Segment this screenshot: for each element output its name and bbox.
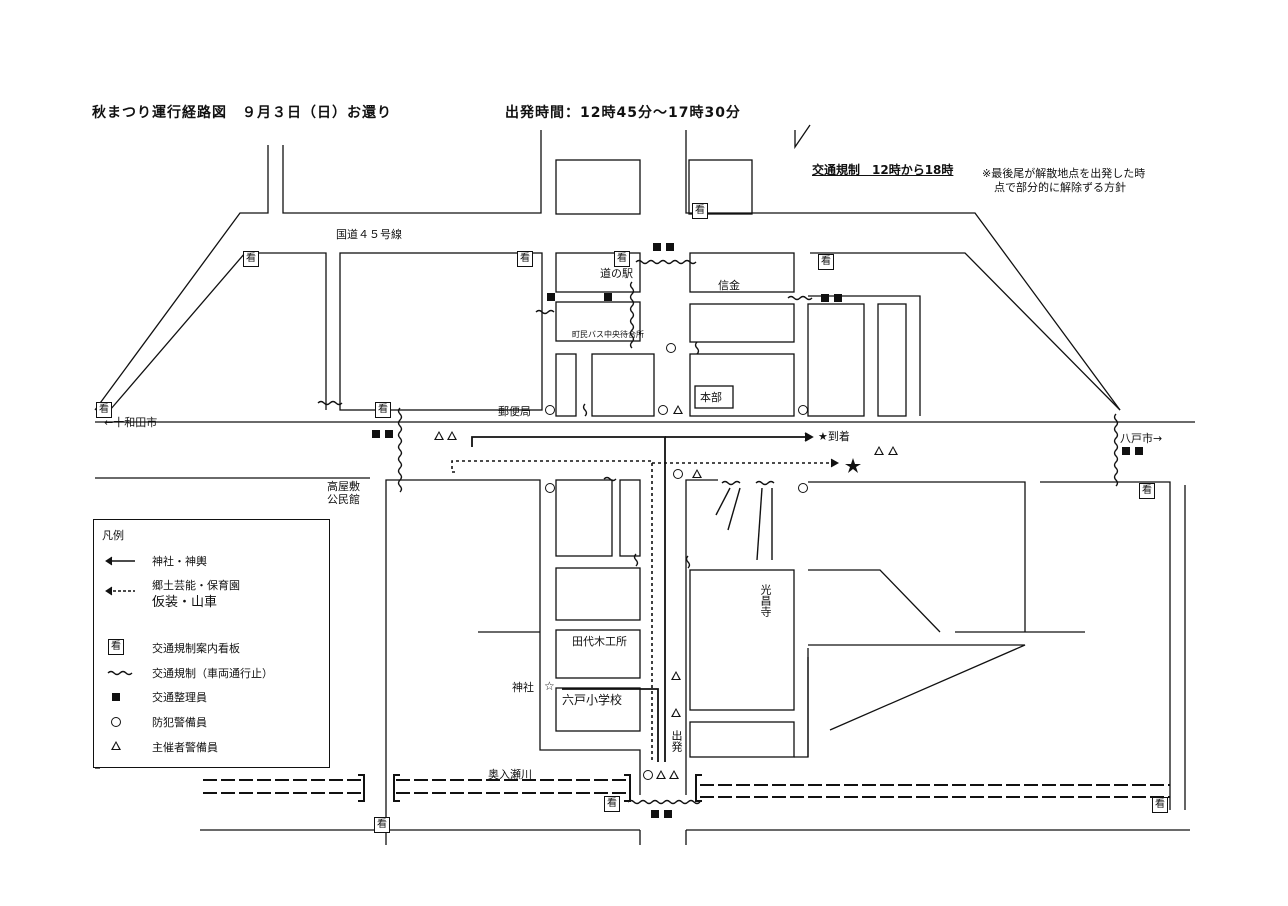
traffic-sign-icon: 看 — [375, 402, 391, 418]
legend-security-guard: 防犯警備員 — [152, 716, 207, 729]
traffic-staff-icon — [604, 293, 612, 301]
traffic-closure-lines — [317, 259, 1119, 805]
school-label: 六戸小学校 — [562, 693, 623, 707]
traffic-sign-icon: 看 — [517, 251, 533, 267]
organizer-guard-icon — [888, 446, 898, 455]
legend-arrows — [105, 556, 135, 676]
traffic-sign-icon: 看 — [243, 251, 259, 267]
organizer-guard-icon — [447, 431, 457, 440]
post-office-label: 郵便局 — [498, 405, 531, 418]
map-title: 秋まつり運行経路図 ９月３日（日）お還り — [92, 105, 392, 121]
arrival-star-icon — [845, 458, 861, 473]
traffic-sign-icon: 看 — [818, 254, 834, 270]
organizer-guard-icon — [673, 405, 683, 414]
koshoji-label: 光昌寺 — [759, 584, 772, 617]
start-label: 出発 — [670, 730, 683, 752]
organizer-guard-icon — [656, 770, 666, 779]
security-guard-icon — [643, 770, 653, 780]
shinkin-label: 信金 — [718, 279, 740, 292]
traffic-sign-icon: 看 — [1152, 797, 1168, 813]
river-label: 奥入瀬川 — [488, 768, 532, 781]
takayashiki-label-2: 公民館 — [327, 493, 360, 506]
route-45-label: 国道４５号線 — [336, 228, 402, 241]
traffic-staff-icon — [372, 430, 380, 438]
security-guard-icon — [666, 343, 676, 353]
security-guard-icon — [658, 405, 668, 415]
legend-shrine-mikoshi: 神社・神輿 — [152, 555, 207, 568]
traffic-staff-icon — [385, 430, 393, 438]
traffic-sign-icon: 看 — [1139, 483, 1155, 499]
traffic-staff-icon — [653, 243, 661, 251]
legend-traffic-staff: 交通整理員 — [152, 691, 207, 704]
dotted-arrow-head — [830, 458, 840, 468]
security-guard-icon — [798, 483, 808, 493]
legend-box: 凡例 神社・神輿 郷土芸能・保育園 仮装・山車 看 交通規制案内看板 交通規制（… — [93, 519, 330, 768]
traffic-staff-icon — [834, 294, 842, 302]
organizer-guard-icon — [669, 770, 679, 779]
organizer-guard-icon — [671, 708, 681, 717]
legend-costume-floats: 仮装・山車 — [152, 595, 218, 610]
tashiro-label: 田代木工所 — [572, 635, 627, 648]
legend-traffic-closure: 交通規制（車両通行止） — [152, 667, 273, 680]
shrine-mikoshi-route — [471, 432, 814, 762]
traffic-staff-icon — [1122, 447, 1130, 455]
traffic-sign-icon: 看 — [614, 251, 630, 267]
traffic-staff-icon — [1135, 447, 1143, 455]
takayashiki-label-1: 高屋敷 — [327, 480, 360, 493]
traffic-sign-icon: 看 — [692, 203, 708, 219]
river-lines — [203, 779, 1170, 798]
traffic-staff-icon — [666, 243, 674, 251]
security-guard-icon — [798, 405, 808, 415]
bridge-brackets — [358, 774, 702, 802]
honbu-label: 本部 — [700, 391, 722, 404]
traffic-sign-icon: 看 — [108, 639, 124, 655]
traffic-sign-icon: 看 — [96, 402, 112, 418]
security-guard-icon — [673, 469, 683, 479]
towada-direction: ←十和田市 — [104, 416, 158, 429]
security-guard-icon — [111, 717, 121, 727]
traffic-control-time: 交通規制 12時から18時 — [812, 163, 954, 177]
road-blocks — [94, 124, 1195, 845]
legend-organizer-guard: 主催者警備員 — [152, 741, 218, 754]
folk-performance-route — [451, 460, 835, 760]
organizer-guard-icon — [434, 431, 444, 440]
traffic-sign-icon: 看 — [374, 817, 390, 833]
shrine-star-icon: ☆ — [544, 679, 555, 693]
release-note-line-2: 点で部分的に解除ずる方針 — [994, 181, 1126, 194]
security-guard-icon — [545, 483, 555, 493]
organizer-guard-icon — [111, 741, 121, 750]
traffic-staff-icon — [821, 294, 829, 302]
legend-traffic-sign: 交通規制案内看板 — [152, 642, 240, 655]
traffic-sign-icon: 看 — [604, 796, 620, 812]
arrival-label: ★到着 — [818, 430, 850, 443]
organizer-guard-icon — [671, 671, 681, 680]
michinoeki-label: 道の駅 — [600, 267, 633, 280]
traffic-staff-icon — [112, 693, 120, 701]
organizer-guard-icon — [874, 446, 884, 455]
departure-time: 出発時間：12時45分～17時30分 — [505, 105, 741, 121]
traffic-staff-icon — [664, 810, 672, 818]
bus-waiting-label: 町民バス中央待合所 — [572, 330, 644, 339]
hachinohe-direction: 八戸市→ — [1120, 432, 1163, 445]
security-guard-icon — [545, 405, 555, 415]
organizer-guard-icon — [692, 469, 702, 478]
traffic-staff-icon — [651, 810, 659, 818]
release-note-line-1: ※最後尾が解散地点を出発した時 — [982, 167, 1146, 180]
traffic-staff-icon — [547, 293, 555, 301]
shrine-label: 神社 — [512, 681, 534, 694]
legend-folk-performance: 郷土芸能・保育園 — [152, 579, 240, 592]
legend-title: 凡例 — [102, 529, 124, 542]
